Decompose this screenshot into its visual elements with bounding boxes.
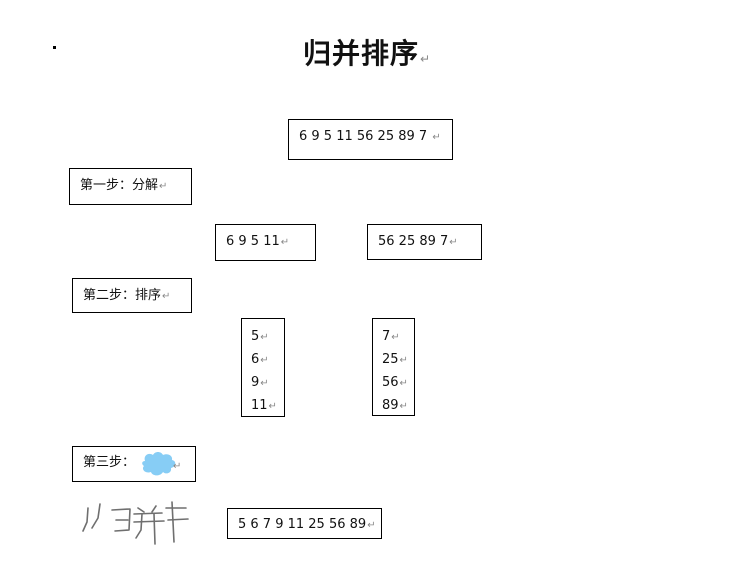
list-item: 11↵ bbox=[251, 398, 277, 413]
bullet-mark bbox=[53, 46, 56, 49]
highlight-blob bbox=[142, 452, 176, 476]
paragraph-mark-icon: ↵ bbox=[268, 401, 277, 412]
list-item: 9↵ bbox=[251, 375, 269, 390]
title-text: 归并排序 bbox=[303, 37, 420, 70]
left-half-text: 6 9 5 11 bbox=[226, 234, 280, 249]
paragraph-mark-icon: ↵ bbox=[260, 332, 269, 343]
paragraph-mark-icon: ↵ bbox=[173, 461, 181, 472]
paragraph-mark-icon: ↵ bbox=[162, 291, 171, 302]
handwritten-note-drawing: 归并 bbox=[82, 501, 189, 545]
pencil-stroke bbox=[133, 520, 165, 523]
pencil-stroke bbox=[111, 508, 131, 532]
list-item: 5↵ bbox=[251, 329, 269, 344]
step2-label: 第二步：排序 bbox=[83, 288, 162, 303]
step3-label: 第三步： bbox=[83, 455, 136, 470]
paragraph-mark-icon: ↵ bbox=[420, 52, 432, 66]
result-array-text: 5 6 7 9 11 25 56 89 bbox=[238, 517, 367, 532]
paragraph-mark-icon: ↵ bbox=[280, 237, 290, 248]
pencil-stroke bbox=[135, 513, 143, 539]
paragraph-mark-icon: ↵ bbox=[260, 355, 269, 366]
list-item: 89↵ bbox=[382, 398, 408, 413]
pencil-stroke bbox=[137, 507, 145, 513]
initial-array-box: 6 9 5 11 56 25 89 7 ↵ bbox=[288, 119, 453, 160]
list-item: 25↵ bbox=[382, 352, 408, 367]
paragraph-mark-icon: ↵ bbox=[399, 401, 408, 412]
paragraph-mark-icon: ↵ bbox=[399, 378, 408, 389]
left-half-box: 6 9 5 11↵ bbox=[215, 224, 316, 261]
initial-array-text: 6 9 5 11 56 25 89 7 bbox=[299, 129, 428, 144]
pencil-stroke bbox=[91, 503, 101, 529]
highlight-scribble: ↵ bbox=[142, 452, 181, 476]
pencil-stroke bbox=[133, 512, 163, 515]
pencil-stroke bbox=[153, 513, 156, 545]
step1-label-box: 第一步：分解↵ bbox=[69, 168, 192, 205]
pencil-stroke bbox=[167, 518, 189, 521]
step1-label: 第一步：分解 bbox=[80, 178, 159, 193]
paragraph-mark-icon: ↵ bbox=[391, 332, 400, 343]
paragraph-mark-icon: ↵ bbox=[449, 237, 458, 248]
paragraph-mark-icon: ↵ bbox=[159, 181, 168, 192]
right-half-text: 56 25 89 7 bbox=[378, 234, 449, 249]
right-half-box: 56 25 89 7↵ bbox=[367, 224, 482, 260]
result-array-box: 5 6 7 9 11 25 56 89↵ bbox=[227, 508, 382, 539]
pencil-stroke bbox=[151, 505, 157, 513]
paragraph-mark-icon: ↵ bbox=[367, 520, 376, 531]
step2-label-box: 第二步：排序↵ bbox=[72, 278, 192, 313]
paragraph-mark-icon: ↵ bbox=[399, 355, 408, 366]
list-item: 6↵ bbox=[251, 352, 269, 367]
left-sorted-column: 5↵ 6↵ 9↵ 11↵ bbox=[241, 318, 285, 417]
list-item: 7↵ bbox=[382, 329, 400, 344]
paragraph-mark-icon: ↵ bbox=[260, 378, 269, 389]
highlight-blob-tail bbox=[151, 469, 159, 476]
right-sorted-column: 7↵ 25↵ 56↵ 89↵ bbox=[372, 318, 415, 416]
list-item: 56↵ bbox=[382, 375, 408, 390]
paragraph-mark-icon: ↵ bbox=[432, 132, 441, 143]
step3-label-box: 第三步： ↵ bbox=[72, 446, 196, 482]
page-title: 归并排序↵ bbox=[303, 32, 431, 72]
pencil-stroke bbox=[82, 507, 89, 532]
